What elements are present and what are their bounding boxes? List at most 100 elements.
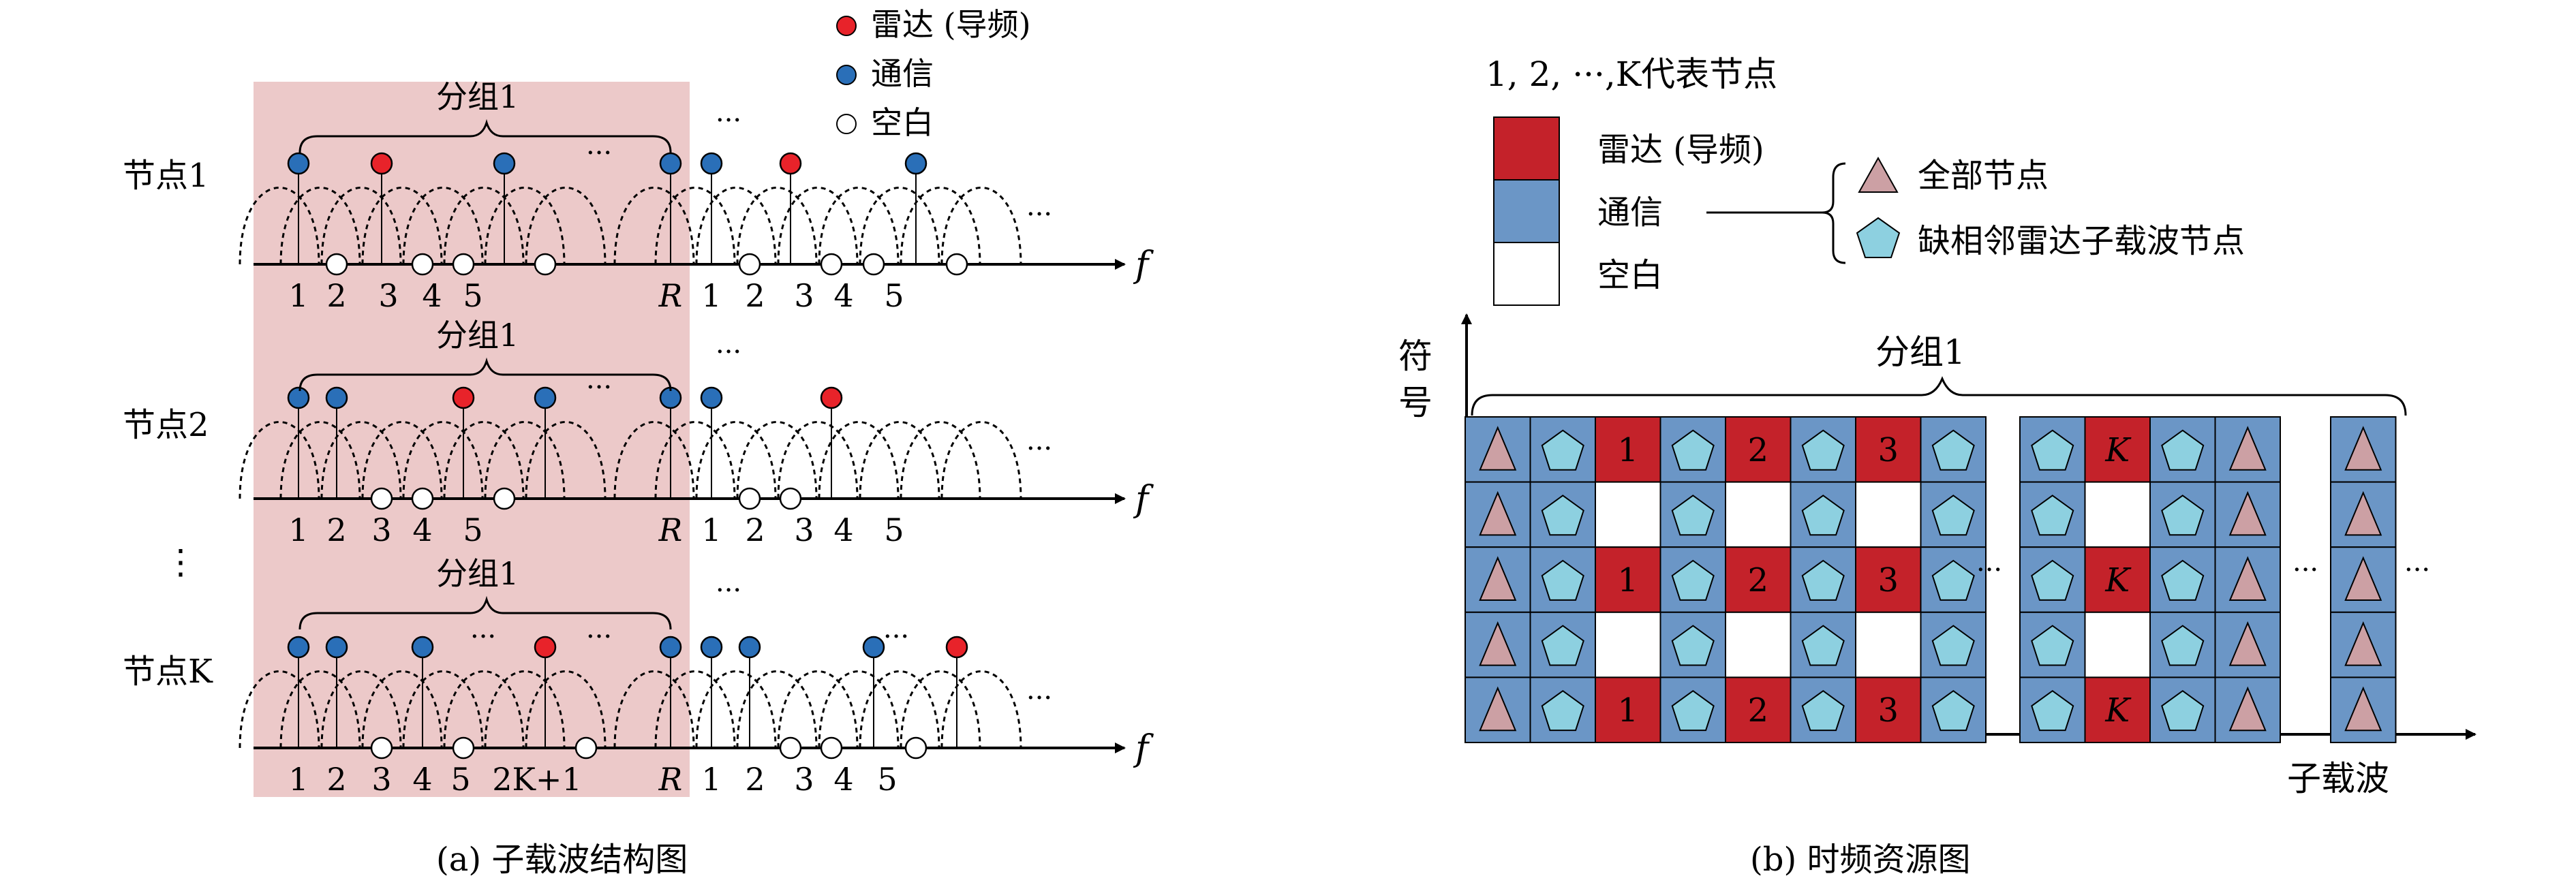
node-number: K <box>2104 691 2132 730</box>
group-brace-b <box>1471 376 2407 416</box>
pentagon-icon <box>1801 625 1845 666</box>
blank-marker <box>820 736 843 760</box>
pentagon-icon <box>1671 429 1715 471</box>
legend-a: 雷达 (导频) 通信 空白 <box>836 6 1031 141</box>
comm-marker <box>862 636 885 659</box>
x-axis-label: 子载波 <box>2287 759 2389 798</box>
radar-cell <box>2084 546 2151 613</box>
comm-cell <box>2019 676 2086 744</box>
ellipsis: ··· <box>586 372 612 403</box>
subcarrier-envelope <box>900 187 981 265</box>
blank-marker <box>779 736 802 760</box>
pentagon-icon <box>2161 429 2205 471</box>
tick-label: 5 <box>450 761 470 798</box>
tick-label: 2 <box>745 277 765 314</box>
tick-label: 3 <box>794 277 814 314</box>
ellipsis: ··· <box>470 621 496 653</box>
tick-label: 1 <box>288 761 308 798</box>
tick-label: 5 <box>877 761 897 798</box>
ellipsis: ··· <box>716 337 741 368</box>
blank-marker <box>574 736 598 760</box>
radar-marker <box>779 152 802 175</box>
blank-marker <box>945 253 968 276</box>
radar-cell <box>1725 676 1792 744</box>
triangle-icon <box>2228 686 2267 732</box>
pentagon-icon <box>1541 559 1584 601</box>
radar-marker <box>452 386 475 409</box>
legend-blank-label: 空白 <box>871 104 934 141</box>
radar-cell <box>1855 546 1922 613</box>
tick-label: 2K+1 <box>492 761 581 798</box>
pentagon-icon <box>1931 559 1975 601</box>
blank-cell <box>1595 611 1661 678</box>
ellipsis: ··· <box>1026 199 1052 230</box>
legend-title: 1, 2, ···,K代表节点 <box>1486 54 1777 94</box>
tick-label: 2 <box>745 512 765 548</box>
comm-marker <box>411 636 434 659</box>
pentagon-icon <box>1541 625 1584 666</box>
pentagon-icon <box>1801 429 1845 471</box>
ellipsis: ··· <box>883 621 909 653</box>
pentagon-icon <box>1671 625 1715 666</box>
tick-label: 4 <box>422 277 442 314</box>
legend-b-comm: 通信 <box>1597 193 1663 232</box>
tick-label: 1 <box>288 512 308 548</box>
radar-cell <box>2084 416 2151 483</box>
legend-b-radar: 雷达 (导频) <box>1597 131 1764 169</box>
radar-marker <box>534 636 557 659</box>
pentagon-icon <box>1801 689 1845 732</box>
radar-cell <box>1725 546 1792 613</box>
subcarrier-envelope <box>654 670 736 749</box>
tick-label: R <box>658 761 683 798</box>
pentagon-icon <box>2031 495 2074 536</box>
group-label: 分组1 <box>436 78 519 115</box>
subcarrier-envelope <box>654 421 736 499</box>
subcarrier-envelope <box>695 421 777 499</box>
subcarrier-envelope <box>900 670 981 749</box>
subcarrier-envelope <box>484 670 566 749</box>
comm-marker <box>325 386 348 409</box>
subcarrier-envelope <box>736 670 818 749</box>
triangle-icon <box>2228 556 2267 601</box>
node-number: 2 <box>1747 691 1768 730</box>
blank-marker <box>411 487 434 510</box>
subcarrier-envelope <box>320 670 402 749</box>
comm-marker <box>325 636 348 659</box>
tick-label: 5 <box>463 277 482 314</box>
node-number: 1 <box>1617 561 1638 599</box>
row-node-label: 节点2 <box>123 406 209 444</box>
blank-marker <box>370 736 393 760</box>
row-node-label: 节点K <box>123 653 213 691</box>
subcarrier-envelope <box>239 187 320 265</box>
subcarrier-envelope <box>361 670 443 749</box>
legend-brace <box>1822 162 1846 264</box>
subcarrier-envelope <box>613 187 695 265</box>
subcarrier-envelope <box>818 670 900 749</box>
ellipsis: ··· <box>586 138 612 169</box>
subcarrier-envelope <box>484 187 566 265</box>
tick-label: 2 <box>745 761 765 798</box>
radar-cell <box>1595 546 1661 613</box>
blank-marker <box>738 487 761 510</box>
blank-marker <box>370 487 393 510</box>
subcarrier-envelope <box>279 670 361 749</box>
radar-marker <box>945 636 968 659</box>
tick-label: 4 <box>412 512 432 548</box>
comm-marker <box>700 386 723 409</box>
tick-label: 1 <box>701 761 721 798</box>
blank-cell <box>1855 611 1922 678</box>
legend-triangle-icon <box>1858 156 1899 193</box>
group-brace <box>298 595 672 630</box>
pentagon-icon <box>2161 689 2205 732</box>
pentagon-icon <box>1931 625 1975 666</box>
subcarrier-envelope <box>525 670 607 749</box>
blank-marker <box>452 736 475 760</box>
caption-a: (a) 子载波结构图 <box>436 841 688 879</box>
subcarrier-envelope <box>402 187 484 265</box>
triangle-icon <box>2344 490 2382 536</box>
triangle-icon <box>2228 426 2267 471</box>
